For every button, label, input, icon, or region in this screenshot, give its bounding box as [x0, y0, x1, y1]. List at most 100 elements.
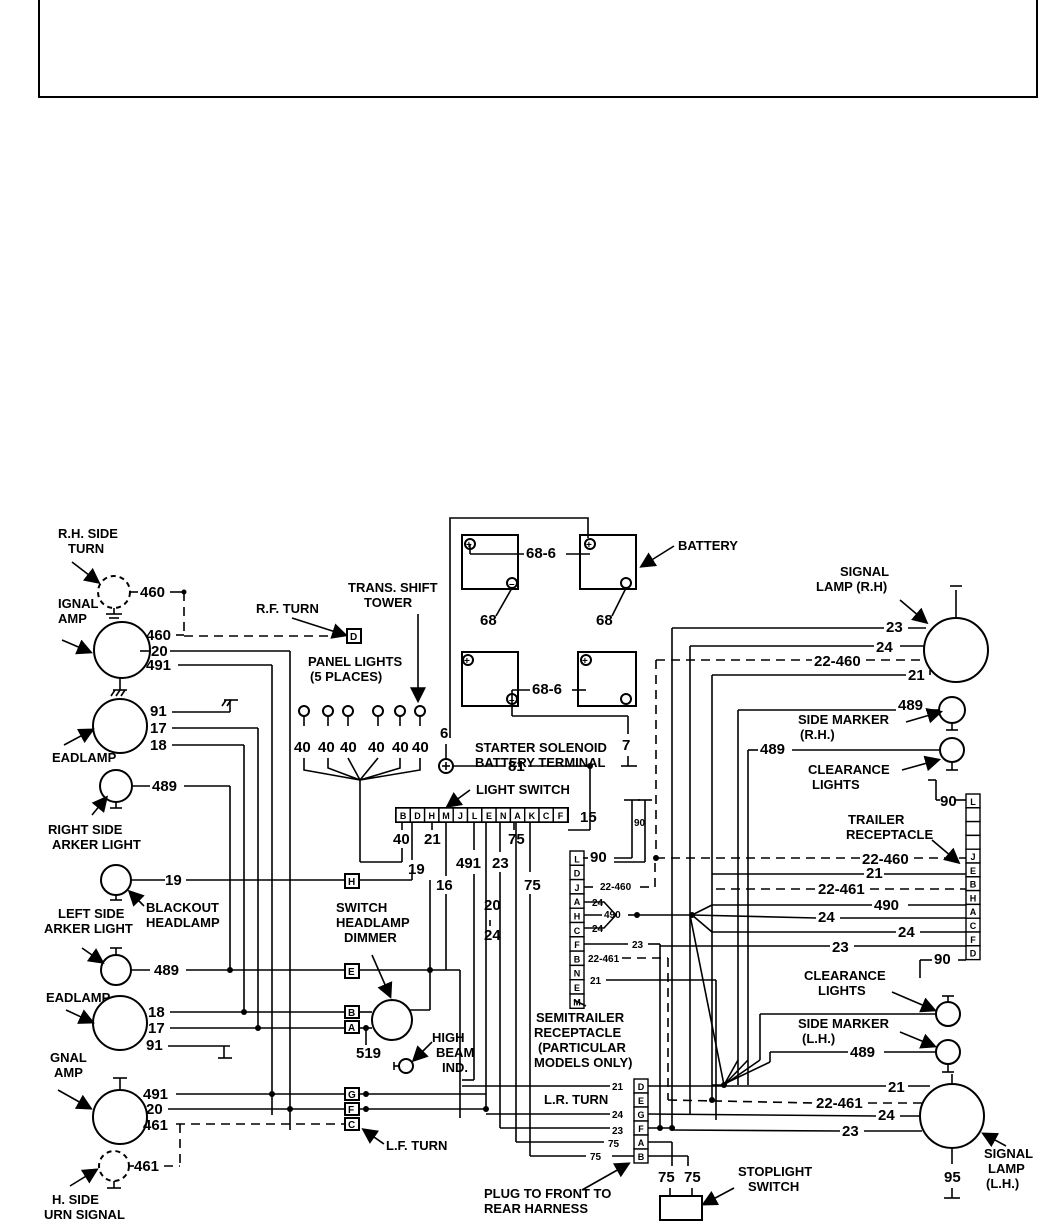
svg-text:L.F. TURN: L.F. TURN — [386, 1138, 447, 1153]
svg-text:24: 24 — [592, 924, 604, 935]
svg-text:22-460: 22-460 — [814, 653, 861, 670]
svg-text:LIGHT SWITCH: LIGHT SWITCH — [476, 782, 570, 797]
ls-pin-6: E — [481, 807, 497, 823]
svg-text:23: 23 — [492, 855, 509, 872]
svg-text:81: 81 — [508, 758, 525, 775]
svg-text:23: 23 — [632, 940, 644, 951]
svg-text:PANEL LIGHTS(5 PLACES): PANEL LIGHTS(5 PLACES) — [308, 654, 402, 684]
svg-text:19: 19 — [408, 861, 425, 878]
tr-pin-1 — [965, 807, 981, 823]
ls-pin-8: A — [509, 807, 526, 823]
svg-text:519: 519 — [356, 1045, 381, 1062]
sr-pin-7: B — [569, 950, 585, 967]
tr-pin-9: C — [965, 917, 981, 933]
svg-text:75: 75 — [684, 1169, 701, 1186]
ls-pin-7: N — [495, 807, 512, 823]
svg-text:F: F — [970, 935, 976, 945]
panel-light-bulbs — [298, 705, 426, 726]
sr-pin-6: F — [569, 936, 585, 952]
signal-lamp-left-bottom — [92, 1077, 148, 1145]
sr-pin-0: L — [569, 850, 585, 867]
svg-text:L: L — [970, 797, 976, 807]
svg-text:SIDE MARKER(R.H.): SIDE MARKER(R.H.) — [798, 712, 890, 742]
svg-text:17: 17 — [150, 720, 167, 737]
ls-pin-3: M — [438, 807, 454, 823]
svg-text:22-460: 22-460 — [862, 851, 909, 868]
svg-text:40: 40 — [392, 739, 409, 756]
svg-text:24: 24 — [592, 898, 604, 909]
svg-text:R.F. TURN: R.F. TURN — [256, 601, 319, 616]
svg-text:7: 7 — [622, 737, 630, 754]
svg-text:90: 90 — [940, 793, 957, 810]
ls-pin-2: H — [423, 807, 440, 823]
signal-lamp-lh — [919, 1074, 985, 1164]
svg-text:+: + — [586, 540, 592, 551]
tr-pin-2 — [965, 820, 981, 837]
svg-text:95: 95 — [944, 1169, 961, 1186]
side-marker-rh — [938, 696, 966, 731]
pl-pin-5: B — [633, 1148, 649, 1164]
headlamp-upper — [92, 698, 148, 754]
svg-text:D: D — [638, 1082, 645, 1092]
tr-pin-5: E — [965, 862, 981, 878]
svg-text:SIDE MARKER(L.H.): SIDE MARKER(L.H.) — [798, 1016, 890, 1046]
svg-text:L.R. TURN: L.R. TURN — [544, 1092, 608, 1107]
svg-text:K: K — [529, 811, 536, 821]
svg-text:24: 24 — [878, 1107, 895, 1124]
tr-pin-3 — [965, 834, 981, 850]
ls-pin-5: L — [466, 807, 483, 823]
battery-group: + + – + + – — [461, 534, 637, 707]
svg-text:20: 20 — [151, 643, 168, 660]
sr-pin-2: J — [569, 878, 585, 895]
svg-text:F: F — [638, 1124, 644, 1134]
svg-text:17: 17 — [148, 1020, 165, 1037]
svg-text:491: 491 — [146, 657, 171, 674]
svg-text:21: 21 — [590, 976, 602, 987]
right-side-marker-light — [99, 769, 133, 809]
svg-text:91: 91 — [146, 1037, 163, 1054]
svg-text:490: 490 — [604, 910, 621, 921]
svg-text:B: B — [400, 811, 407, 821]
svg-text:19: 19 — [165, 872, 182, 889]
clearance-light-rh — [939, 737, 965, 771]
svg-text:A: A — [970, 907, 977, 917]
svg-text:22-461: 22-461 — [588, 954, 620, 965]
svg-text:489: 489 — [760, 741, 785, 758]
signal-lamp-left-top — [93, 621, 151, 697]
svg-text:22-461: 22-461 — [816, 1095, 863, 1112]
svg-text:24: 24 — [876, 639, 893, 656]
tr-pin-11: D — [965, 945, 981, 961]
svg-text:E: E — [348, 967, 355, 978]
svg-text:68: 68 — [480, 612, 497, 629]
svg-text:N: N — [500, 811, 507, 821]
svg-text:D: D — [350, 632, 357, 643]
tr-pin-8: A — [965, 903, 981, 919]
svg-text:J: J — [574, 883, 579, 893]
svg-text:40: 40 — [412, 739, 429, 756]
pl-pin-0: D — [633, 1078, 649, 1094]
svg-text:21: 21 — [612, 1082, 624, 1093]
tr-pin-6: B — [965, 876, 981, 892]
svg-text:H: H — [574, 912, 581, 922]
ls-pin-1: D — [409, 807, 426, 823]
rh-side-turn-lamp — [97, 575, 131, 619]
svg-text:L: L — [574, 854, 580, 864]
svg-text:E: E — [638, 1096, 644, 1106]
pl-pin-2: G — [633, 1106, 649, 1122]
pl-pin-1: E — [633, 1092, 649, 1108]
svg-text:N: N — [574, 969, 581, 979]
svg-text:68-6: 68-6 — [532, 681, 562, 698]
svg-text:E: E — [574, 983, 580, 993]
svg-text:C: C — [543, 811, 550, 821]
svg-text:F: F — [348, 1105, 354, 1116]
svg-text:75: 75 — [524, 877, 541, 894]
svg-text:22-460: 22-460 — [600, 882, 632, 893]
svg-text:D: D — [414, 811, 421, 821]
sr-pin-8: N — [569, 964, 585, 981]
